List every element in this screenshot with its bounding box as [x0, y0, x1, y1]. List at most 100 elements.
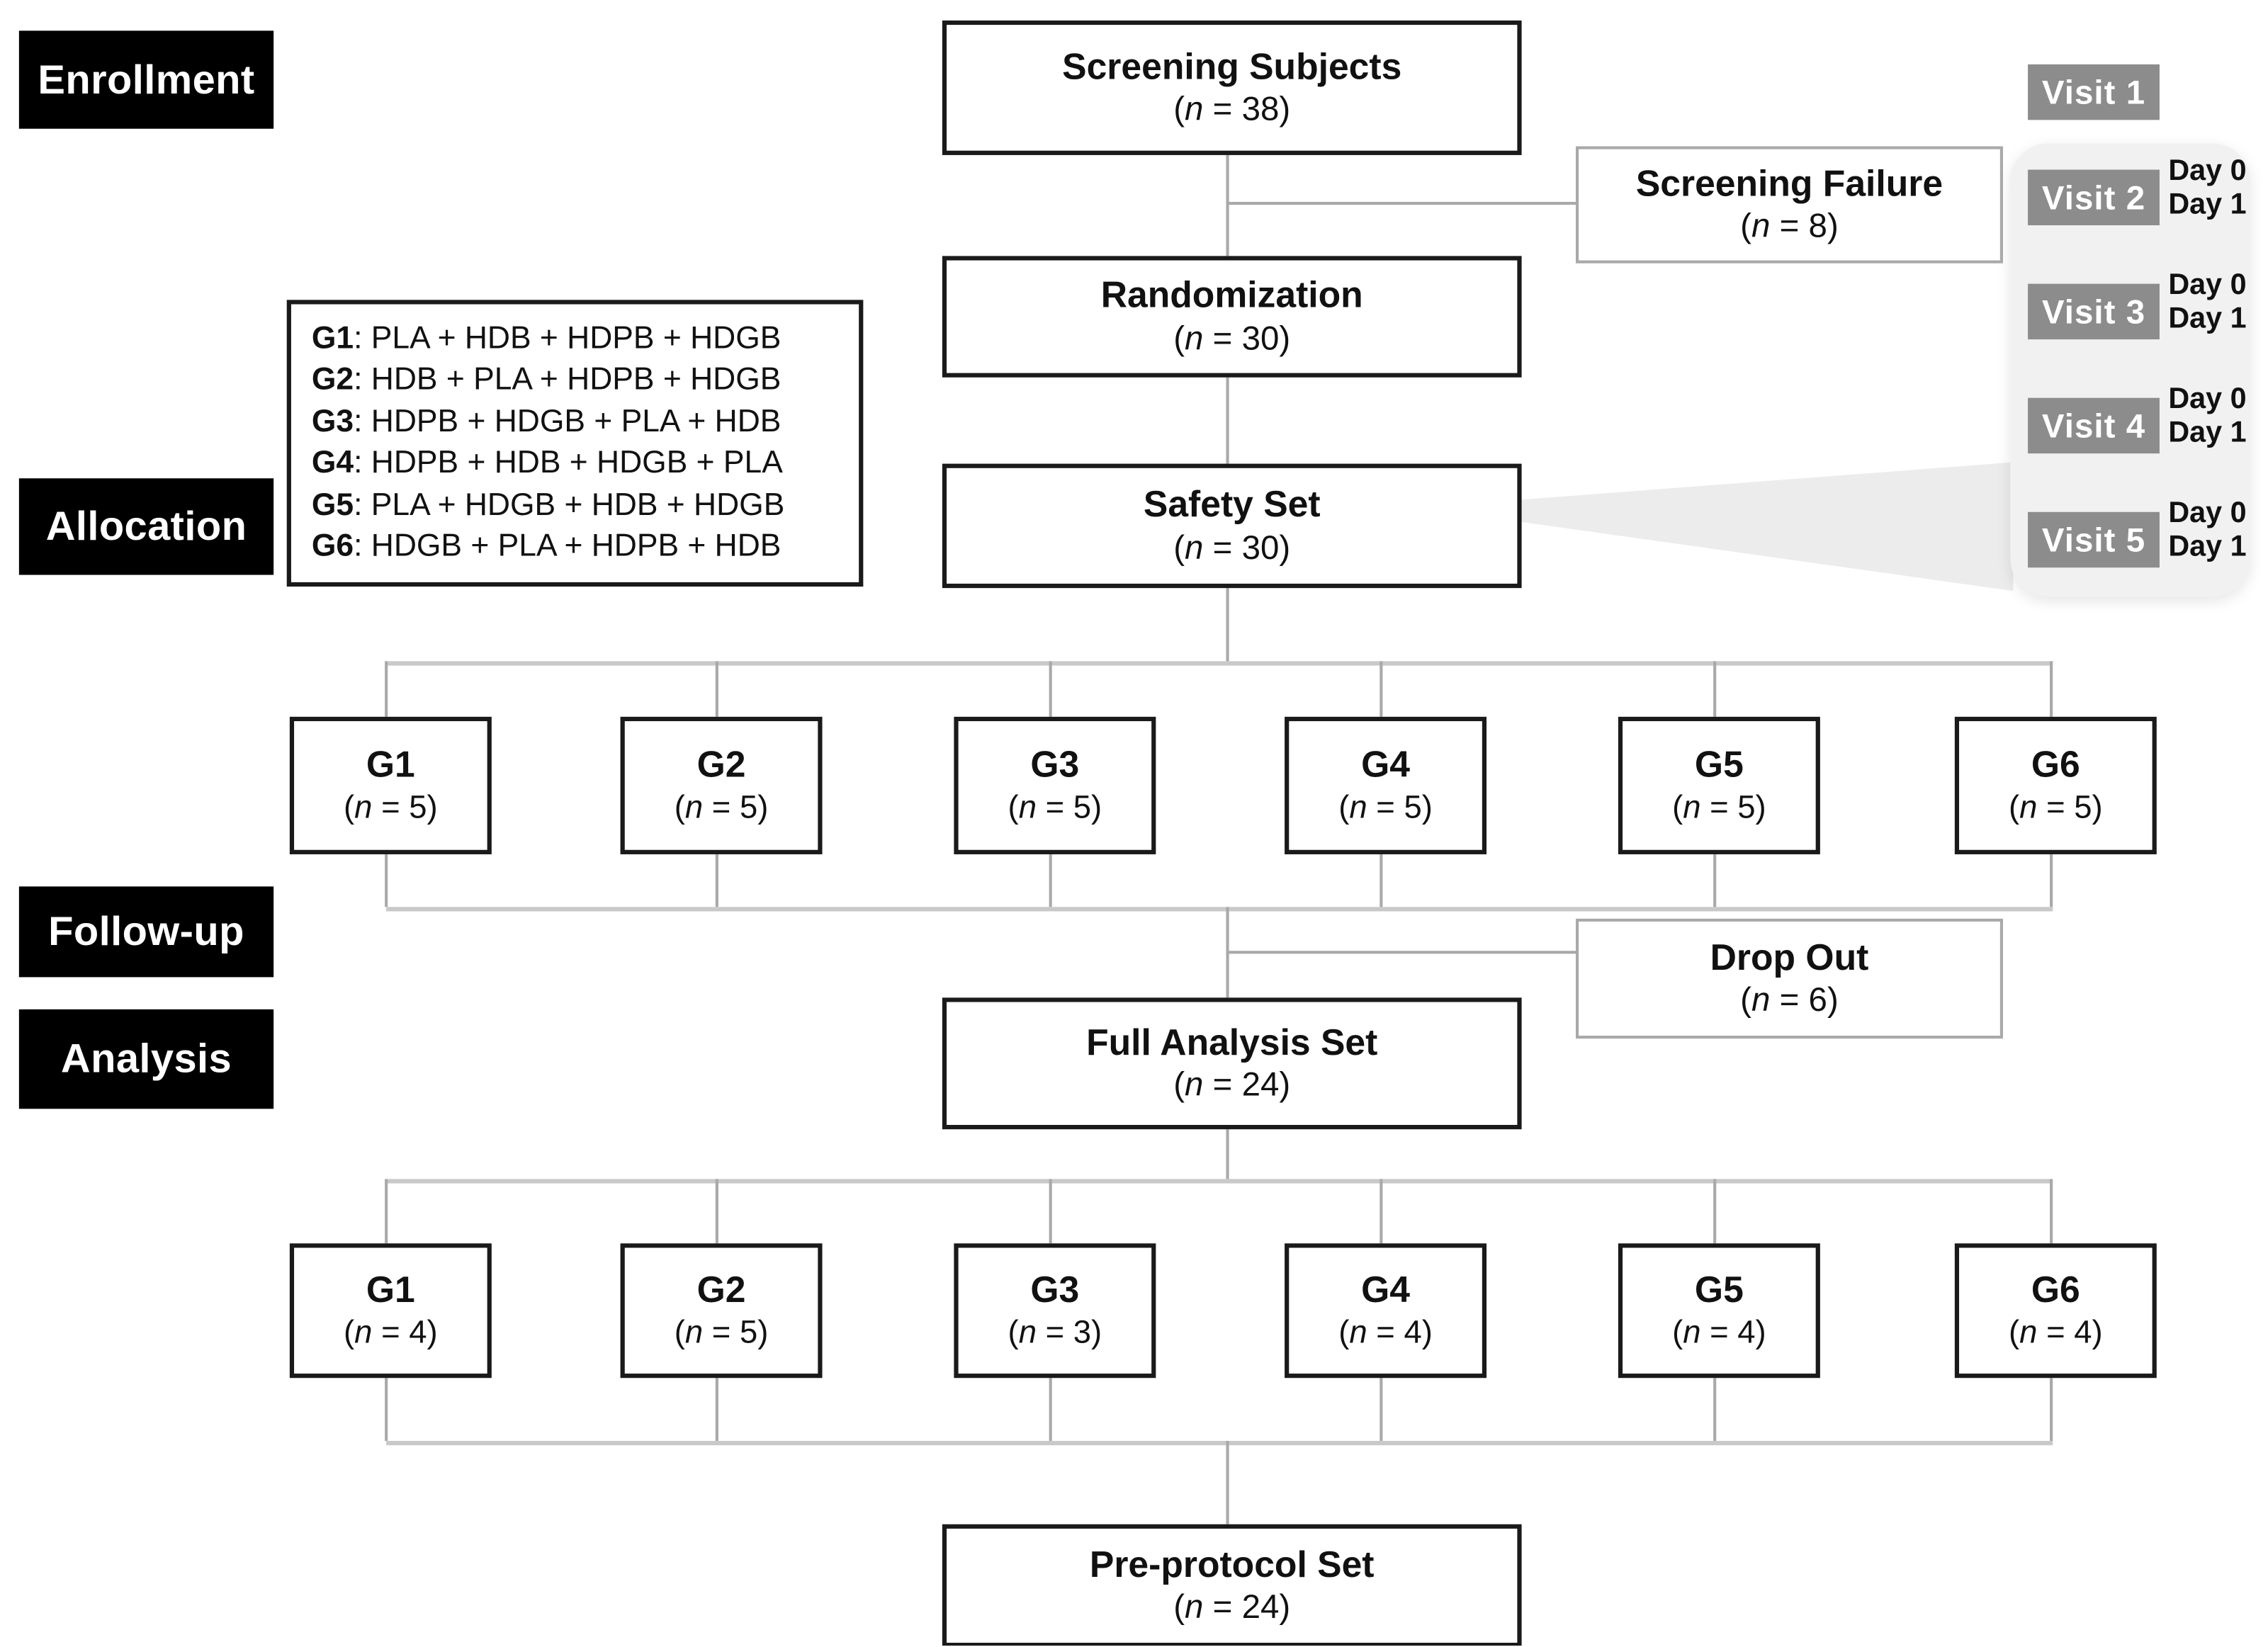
connector-stub-fas-g1 — [385, 1179, 388, 1244]
group-name: G1 — [366, 745, 415, 786]
visit-2-chip: Visit 2 — [2028, 169, 2160, 226]
node-n-count: (n = 24) — [1173, 1065, 1291, 1104]
visit-1-chip: Visit 1 — [2028, 64, 2160, 120]
visit-3-day-1: Day 1 — [2168, 302, 2247, 335]
group-name: G1 — [366, 1269, 415, 1311]
group-n-count: (n = 5) — [344, 788, 438, 825]
node-n-count: (n = 24) — [1173, 1587, 1291, 1626]
group-name: G2 — [696, 1269, 746, 1311]
connector-stub-safety-g3 — [1049, 661, 1052, 717]
connector-stub-g1-down2 — [385, 1369, 388, 1442]
legend-row-g1: G1: PLA + HDB + HDPB + HDGB — [312, 320, 838, 358]
legend-sequence: HDPB + HDGB + PLA + HDB — [371, 403, 782, 439]
group-name: G5 — [1694, 1269, 1744, 1311]
connector-stub-safety-g2 — [715, 661, 718, 717]
node-safety-group-g6: G6 (n = 5) — [1954, 716, 2157, 854]
node-n-count: (n = 30) — [1173, 527, 1291, 566]
legend-row-g6: G6: HDGB + PLA + HDPB + HDB — [312, 528, 838, 566]
group-n-count: (n = 5) — [674, 1313, 769, 1350]
stage-label-allocation: Allocation — [18, 478, 274, 575]
connector-merge-bar-followup — [386, 907, 2053, 912]
connector-stub-safety-g6 — [2050, 661, 2053, 717]
connector-stub-g1-down — [385, 845, 388, 907]
stage-label-followup: Follow-up — [18, 886, 274, 978]
visit-3-days: Day 0 Day 1 — [2168, 269, 2246, 336]
node-title: Drop Out — [1710, 937, 1869, 978]
legend-row-g2: G2: HDB + PLA + HDPB + HDGB — [312, 362, 838, 400]
legend-sequence: PLA + HDGB + HDB + HDGB — [371, 487, 785, 522]
connector-stub-safety-g5 — [1713, 661, 1717, 717]
visit-4-days: Day 0 Day 1 — [2168, 383, 2246, 451]
legend-group-label: G4 — [311, 445, 354, 480]
connector-randomization-to-safety — [1226, 368, 1229, 464]
legend-separator: : — [354, 319, 371, 356]
connector-stub-fas-g3 — [1049, 1179, 1052, 1244]
group-n-count: (n = 4) — [344, 1313, 438, 1350]
group-name: G3 — [1030, 1269, 1080, 1311]
group-name: G5 — [1694, 745, 1744, 786]
group-name: G4 — [1361, 745, 1410, 786]
legend-sequence: PLA + HDB + HDPB + HDGB — [371, 319, 782, 356]
node-title: Screening Subjects — [1062, 46, 1402, 88]
node-safety-set: Safety Set (n = 30) — [942, 463, 1522, 589]
visit-4-chip: Visit 4 — [2028, 397, 2160, 454]
node-analysis-group-g6: G6 (n = 4) — [1954, 1243, 2157, 1379]
group-n-count: (n = 5) — [1338, 788, 1433, 825]
node-analysis-group-g1: G1 (n = 4) — [289, 1243, 492, 1379]
visit-2-days: Day 0 Day 1 — [2168, 155, 2246, 222]
group-name: G4 — [1361, 1269, 1410, 1311]
safety-visits-callout-wedge — [1513, 462, 2014, 592]
visit-2-day-0: Day 0 — [2168, 154, 2247, 188]
stage-label-enrollment: Enrollment — [18, 30, 274, 129]
node-title: Randomization — [1100, 275, 1363, 317]
node-safety-group-g3: G3 (n = 5) — [954, 716, 1156, 854]
connector-stub-g3-down2 — [1049, 1369, 1052, 1442]
legend-separator: : — [354, 361, 371, 397]
connector-fas-split-bar — [386, 1179, 2053, 1184]
group-n-count: (n = 4) — [2009, 1313, 2103, 1350]
node-safety-group-g5: G5 (n = 5) — [1618, 716, 1820, 854]
legend-row-g5: G5: PLA + HDGB + HDB + HDGB — [312, 487, 838, 524]
visit-5-chip: Visit 5 — [2028, 511, 2160, 568]
connector-merge-to-preprotocol — [1226, 1441, 1229, 1524]
connector-branch-drop-out — [1227, 951, 1576, 954]
node-drop-out: Drop Out (n = 6) — [1576, 918, 2003, 1039]
group-n-count: (n = 5) — [674, 788, 769, 825]
node-safety-group-g1: G1 (n = 5) — [289, 716, 492, 854]
allocation-legend: G1: PLA + HDB + HDPB + HDGB G2: HDB + PL… — [286, 300, 864, 587]
visit-5-day-0: Day 0 — [2168, 497, 2247, 530]
connector-safety-down — [1226, 579, 1229, 662]
connector-stub-fas-g4 — [1380, 1179, 1383, 1244]
connector-screening-to-randomization — [1226, 146, 1229, 256]
group-n-count: (n = 5) — [1672, 788, 1766, 825]
connector-stub-g2-down — [715, 845, 718, 907]
legend-group-label: G5 — [311, 487, 354, 522]
connector-stub-fas-g2 — [715, 1179, 718, 1244]
connector-stub-g6-down2 — [2050, 1369, 2053, 1442]
legend-sequence: HDB + PLA + HDPB + HDGB — [371, 361, 782, 397]
node-analysis-group-g3: G3 (n = 3) — [954, 1243, 1156, 1379]
group-name: G6 — [2031, 1269, 2080, 1311]
connector-stub-g4-down — [1380, 845, 1383, 907]
group-n-count: (n = 5) — [2009, 788, 2103, 825]
connector-stub-fas-g5 — [1713, 1179, 1717, 1244]
group-n-count: (n = 3) — [1008, 1313, 1102, 1350]
connector-branch-screening-failure — [1227, 201, 1576, 205]
node-screening-failure: Screening Failure (n = 8) — [1576, 146, 2003, 264]
node-title: Screening Failure — [1635, 163, 1943, 205]
legend-group-label: G3 — [311, 403, 354, 439]
node-randomization: Randomization (n = 30) — [942, 256, 1522, 378]
node-title: Safety Set — [1143, 484, 1321, 526]
legend-separator: : — [354, 403, 371, 439]
group-n-count: (n = 4) — [1338, 1313, 1433, 1350]
visit-5-days: Day 0 Day 1 — [2168, 497, 2246, 565]
node-pre-protocol-set: Pre-protocol Set (n = 24) — [942, 1524, 1522, 1646]
legend-group-label: G1 — [311, 319, 354, 356]
visit-3-day-0: Day 0 — [2168, 268, 2247, 302]
node-screening-subjects: Screening Subjects (n = 38) — [942, 20, 1522, 155]
group-name: G3 — [1030, 745, 1080, 786]
connector-stub-g4-down2 — [1380, 1369, 1383, 1442]
visit-2-day-1: Day 1 — [2168, 188, 2247, 221]
node-analysis-group-g4: G4 (n = 4) — [1285, 1243, 1487, 1379]
